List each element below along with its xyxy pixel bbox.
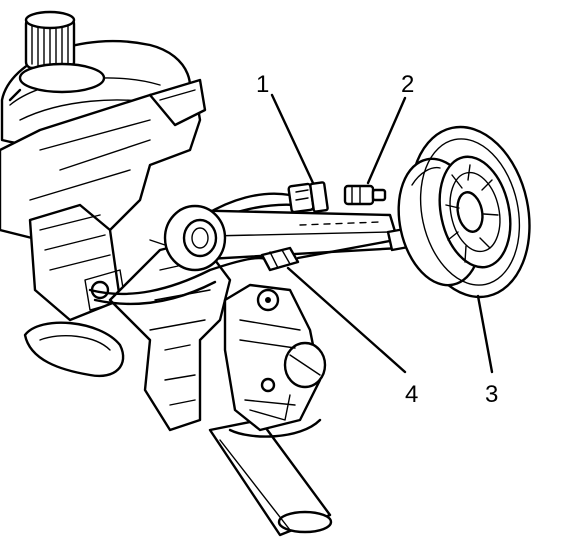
callout-2: 2 <box>401 71 414 98</box>
shift-linkage <box>223 283 327 438</box>
leader-lines <box>270 93 494 374</box>
lever-handle <box>23 321 125 378</box>
spline-shaft <box>24 10 76 70</box>
callout-4: 4 <box>405 381 418 408</box>
steering-wheel-hub <box>0 10 192 148</box>
horn-contact-item-2 <box>343 184 387 206</box>
callout-3: 3 <box>485 381 498 408</box>
clip-item-4 <box>260 226 416 272</box>
leader-2 <box>366 96 407 185</box>
leader-4 <box>286 266 407 374</box>
callout-1: 1 <box>256 71 269 98</box>
column-tube <box>208 418 333 537</box>
column-grommet <box>163 204 227 272</box>
leader-1 <box>270 93 315 185</box>
leader-3 <box>476 294 494 374</box>
horn-disc-item-3 <box>397 125 531 299</box>
connector-item-1 <box>287 181 329 214</box>
